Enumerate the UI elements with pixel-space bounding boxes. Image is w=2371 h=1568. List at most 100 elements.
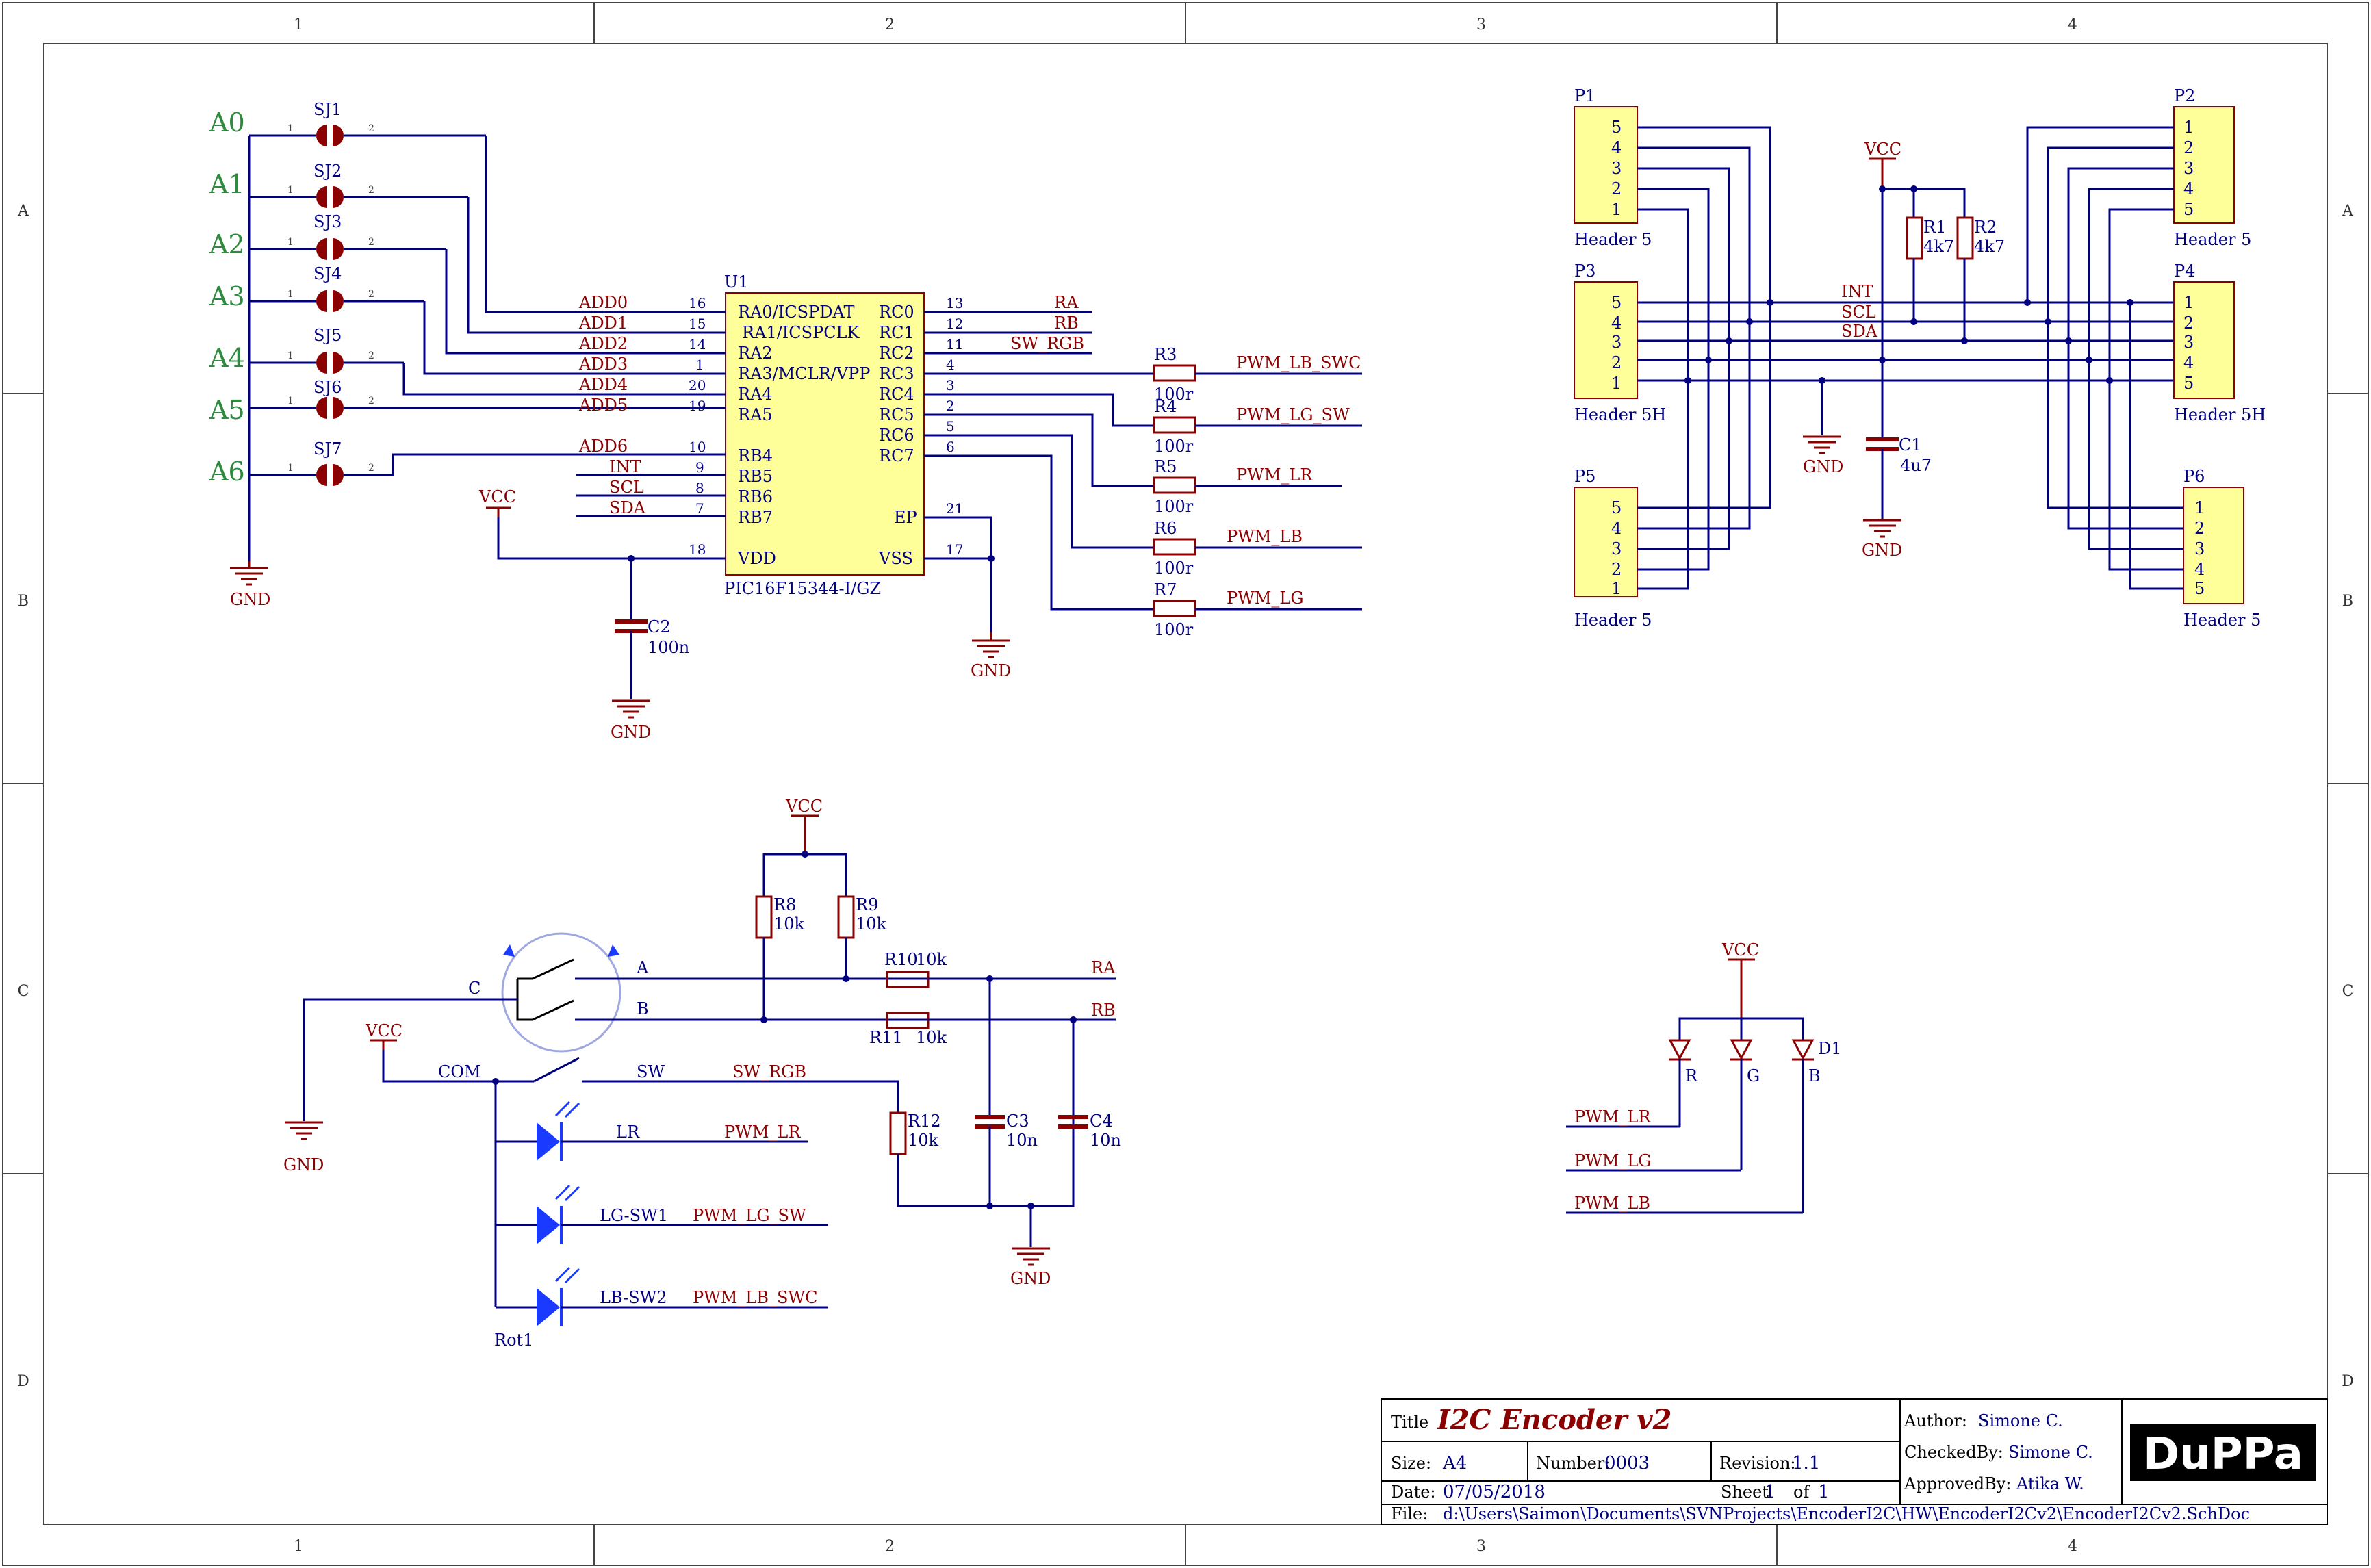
net-pwm-lb: PWM_LB [1227, 527, 1303, 546]
header-p6-ref: P6 [2183, 467, 2205, 486]
encoder-gnd-symbol: GND [283, 1121, 324, 1174]
rgb-ref: D1 [1818, 1039, 1842, 1058]
encoder-led-lr: LR PWM_LR [496, 1101, 808, 1161]
mcu-pin-rc5: RC5 [879, 405, 914, 424]
mcu-pinnum-12: 12 [946, 316, 963, 332]
resistor-r4: R4 100r PWM_LG_SW [924, 393, 1362, 456]
encoder-vcc-label: VCC [785, 797, 823, 816]
grid-row-right-d: D [2342, 1373, 2354, 1390]
rgb-led-b: B [1791, 1039, 1821, 1213]
led-lg-pin: LG-SW1 [600, 1206, 668, 1225]
mcu-net-ra: RA [1054, 293, 1079, 312]
grid-row-left-c: C [18, 983, 29, 1000]
jumper-a5: A5 SJ6 1 2 [209, 378, 712, 425]
mcu-net-add4: ADD4 [578, 375, 628, 394]
c3-value: 10n [1006, 1131, 1038, 1150]
address-label-a3: A3 [209, 281, 245, 311]
led-lr-net: PWM_LR [724, 1122, 801, 1142]
jumper-pin1-sj4: 1 [287, 289, 294, 300]
jumper-pin1-sj1: 1 [287, 123, 294, 134]
encoder-net-ra: RA [1091, 958, 1116, 977]
c2-value: 100n [648, 638, 689, 657]
mcu-u1: U1 PIC16F15344-I/GZ ADD0 16 RA0/ICSPDAT … [478, 272, 1092, 742]
tb-logo: DuPPa [2143, 1429, 2303, 1480]
mcu-net-add5: ADD5 [578, 396, 628, 415]
mcu-pin-ra2: RA2 [738, 344, 773, 363]
rgb-net-pwm-lb: PWM_LB [1574, 1194, 1650, 1213]
tb-checked-label: CheckedBy: [1904, 1443, 2003, 1462]
c1-value: 4u7 [1900, 456, 1932, 475]
address-label-a0: A0 [209, 107, 245, 138]
encoder-pin-c: C [468, 979, 480, 998]
header-gnd-label: GND [1803, 457, 1843, 476]
resistor-r3: R3 100r PWM_LB_SWC [924, 345, 1362, 404]
rgb-channel-g: G [1747, 1066, 1760, 1085]
address-label-a5: A5 [209, 395, 245, 425]
r12-value: 10k [908, 1131, 939, 1150]
r7-ref: R7 [1154, 580, 1177, 600]
jumper-pin2-sj5: 2 [368, 350, 374, 361]
mcu-vcc-label: VCC [478, 487, 516, 506]
header-p4-pin-4: 4 [2183, 353, 2194, 372]
mcu-pin-vss: VSS [878, 549, 913, 568]
header-p6: P6 Header 5 1 2 3 4 5 [2047, 303, 2261, 630]
encoder-body [501, 932, 621, 1053]
header-p5-pin-5: 5 [1611, 498, 1622, 517]
mcu-pin-rc0: RC0 [879, 303, 914, 322]
header-p2-pin-4: 4 [2183, 179, 2194, 198]
encoder-section: VCC R8 10k R9 10k A B C R10 10k R11 10k [283, 797, 1121, 1350]
mcu-pinnum-10: 10 [689, 439, 706, 455]
header-p1-pin-4: 4 [1611, 138, 1622, 157]
mcu-gnd-symbol: GND [971, 632, 1011, 680]
r5-ref: R5 [1154, 457, 1177, 476]
header-p4-pin-5: 5 [2183, 374, 2194, 393]
encoder-gnd-label: GND [283, 1155, 324, 1174]
mcu-net-sda: SDA [609, 498, 646, 517]
net-pwm-lg-sw: PWM_LG_SW [1236, 405, 1350, 424]
resistor-r12 [889, 1111, 907, 1155]
jumper-ref-sj7: SJ7 [313, 439, 342, 459]
c4-value: 10n [1090, 1131, 1121, 1150]
net-pwm-lr: PWM_LR [1236, 465, 1313, 485]
rgb-led-r: R [1668, 1039, 1698, 1127]
tb-checked: Simone C. [2008, 1443, 2093, 1462]
header-p6-pin-4: 4 [2194, 560, 2205, 579]
jumper-pin2-sj1: 2 [368, 123, 374, 134]
header-p6-pin-5: 5 [2194, 579, 2205, 598]
r7-value: 100r [1154, 620, 1194, 639]
mcu-pin-rb5: RB5 [738, 467, 773, 486]
header-p5: P5 Header 5 5 4 3 2 1 [1574, 303, 1771, 630]
led-lb-pin: LB-SW2 [600, 1288, 667, 1307]
r11-value: 10k [916, 1028, 947, 1047]
mcu-net-add3: ADD3 [578, 355, 628, 374]
mcu-pin-ra1: RA1/ICSPCLK [742, 323, 860, 342]
mcu-gnd-label: GND [971, 661, 1011, 680]
encoder-led-lg: LG-SW1 PWM_LG_SW [496, 1184, 828, 1244]
pwm-resistors: R3 100r PWM_LB_SWC R4 100r PWM_LG_SW R5 … [924, 345, 1362, 639]
jumper-pin2-sj6: 2 [368, 396, 374, 407]
address-gnd-label: GND [230, 590, 270, 609]
mcu-net-rb: RB [1054, 313, 1079, 333]
tb-sheet: 1 [1765, 1482, 1776, 1502]
r11-ref: R11 [869, 1028, 903, 1047]
r10-ref: R10 [884, 950, 918, 969]
mcu-net-int: INT [609, 457, 641, 476]
encoder-net-sw-rgb: SW_RGB [732, 1062, 806, 1081]
jumper-a2: A2 SJ3 1 2 [209, 212, 446, 260]
led-lr-pin: LR [616, 1122, 640, 1142]
header-p2-ref: P2 [2174, 86, 2195, 105]
c2-gnd-symbol: GND [611, 699, 651, 742]
jumper-pin1-sj3: 1 [287, 237, 294, 248]
resistor-r5: R5 100r PWM_LR [924, 413, 1342, 516]
c1-gnd-label: GND [1862, 541, 1902, 560]
mcu-net-add0: ADD0 [578, 293, 628, 312]
led-lg-net: PWM_LG_SW [693, 1206, 806, 1225]
mcu-pinnum-5: 5 [946, 418, 955, 435]
mcu-pin-ra3: RA3/MCLR/VPP [738, 364, 870, 383]
header-section: P1 Header 5 5 4 3 2 1 P3 Header 5H 5 4 3… [1574, 86, 2266, 630]
tb-number: 0003 [1604, 1453, 1650, 1474]
tb-revision-label: Revision: [1719, 1454, 1796, 1473]
jumper-pin2-sj7: 2 [368, 463, 374, 474]
